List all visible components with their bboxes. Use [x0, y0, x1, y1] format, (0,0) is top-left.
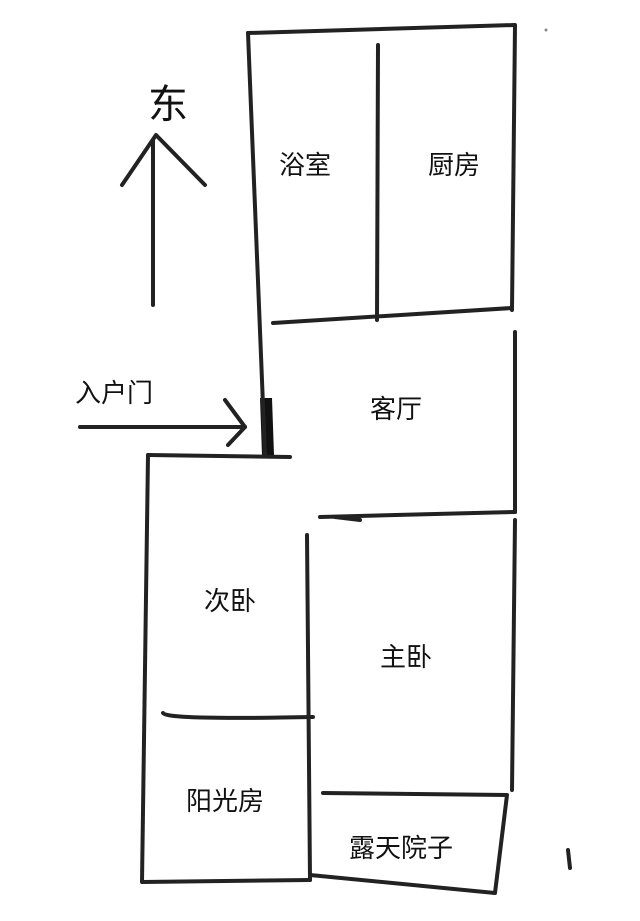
room-sunroom: 阳光房 [186, 787, 264, 817]
entrance-label: 入户门 [75, 379, 153, 409]
walls [140, 23, 572, 895]
compass-label: 东 [148, 82, 188, 128]
room-courtyard: 露天院子 [349, 834, 453, 864]
room-living: 客厅 [370, 395, 422, 425]
room-kitchen: 厨房 [428, 151, 480, 181]
room-bathroom: 浴室 [279, 151, 331, 181]
room-second-bedroom: 次卧 [204, 587, 256, 617]
compass-arrow-icon [120, 133, 207, 307]
room-master-bedroom: 主卧 [380, 643, 432, 673]
entrance-arrow-icon [78, 398, 247, 447]
